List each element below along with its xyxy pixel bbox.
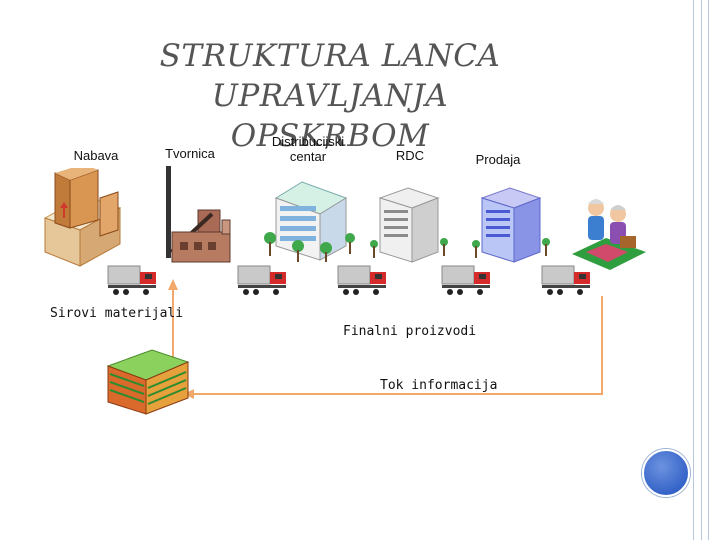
decorative-circle <box>642 449 690 497</box>
info-arrowhead-left <box>184 389 194 399</box>
information-flow-arrow <box>172 288 603 395</box>
factory-icon <box>166 166 231 263</box>
rdc-building-icon <box>370 187 448 263</box>
stage-label-distribucijski-line2: centar <box>289 149 327 164</box>
title-line-1: STRUKTURA LANCA UPRAVLJANJA <box>159 38 501 114</box>
stage-label-distribucijski-line1: Distribucijski <box>271 134 345 149</box>
stage-label-prodaja: Prodaja <box>475 152 521 167</box>
decor-line <box>701 0 702 540</box>
truck-icon <box>237 265 286 295</box>
warehouse-supplier-icon <box>43 168 122 267</box>
truck-icon <box>441 265 490 295</box>
stage-label-rdc: RDC <box>395 148 425 163</box>
stage-label-nabava: Nabava <box>73 148 119 163</box>
page-title: STRUKTURA LANCA UPRAVLJANJA OPSKRBOM <box>40 36 620 156</box>
info-arrowhead-up <box>168 279 178 290</box>
flow-label-information-flow: Tok informacija <box>380 378 498 393</box>
truck-icon <box>541 265 590 295</box>
truck-icon <box>107 265 156 295</box>
decor-line <box>693 0 694 540</box>
stage-label-distribucijski-centar: Distribucijski centar <box>248 134 368 164</box>
decor-line <box>708 0 709 540</box>
stage-label-tvornica: Tvornica <box>165 146 215 161</box>
title-line-2: OPSKRBOM <box>230 118 430 154</box>
truck-icon <box>337 265 386 295</box>
flow-label-finished-products: Finalni proizvodi <box>343 324 477 339</box>
customers-picnic-icon <box>572 199 646 270</box>
information-system-building-icon <box>106 349 190 415</box>
retail-building-icon <box>472 187 550 263</box>
distribution-center-icon <box>264 181 355 262</box>
flow-label-raw-materials: Sirovi materijali <box>50 306 184 321</box>
